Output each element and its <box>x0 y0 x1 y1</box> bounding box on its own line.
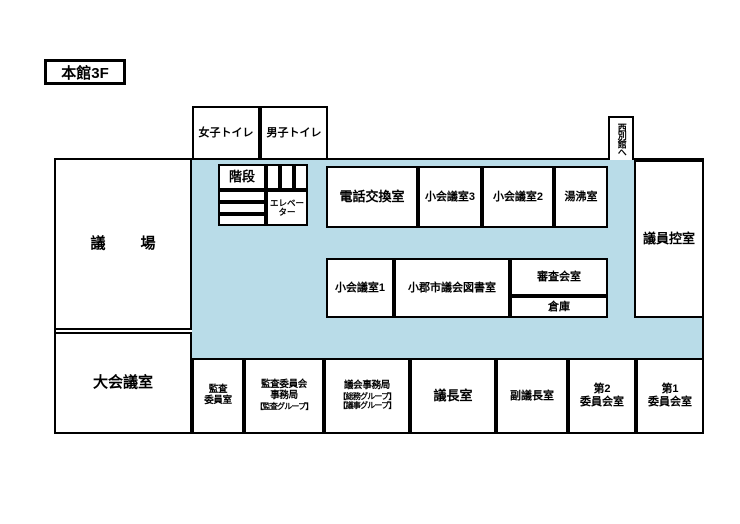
room-label: 電話交換室 <box>339 188 405 204</box>
corridor-right-vertical <box>608 158 634 330</box>
room-label: 第2 委員会室 <box>580 383 624 408</box>
room-label: エレベーター <box>269 198 304 217</box>
room-storage: 倉庫 <box>510 296 608 318</box>
elevator-shaft-slot <box>294 164 308 190</box>
room-members-lounge: 議員控室 <box>634 160 704 318</box>
room-label: 湯沸室 <box>564 190 598 203</box>
room-council-library: 小郡市議会図書室 <box>394 258 510 318</box>
room-council-secretariat: 議会事務局 【総務グループ】 【議事グループ】 <box>324 358 410 434</box>
room-label: 議会事務局 【総務グループ】 【議事グループ】 <box>338 380 396 411</box>
room-small-meeting-1: 小会議室1 <box>326 258 394 318</box>
room-label: 小郡市議会図書室 <box>408 281 496 294</box>
room-label: 西別館へ <box>616 122 627 156</box>
room-small-meeting-3: 小会議室3 <box>418 166 482 228</box>
corridor-mid-gap <box>326 228 608 258</box>
room-assembly-hall: 議 場 <box>54 158 192 330</box>
room-telephone-exchange: 電話交換室 <box>326 166 418 228</box>
room-label: 副議長室 <box>510 389 554 402</box>
room-mens-toilet: 男子トイレ <box>260 106 328 160</box>
room-west-annex-passage: 西別館へ <box>608 116 634 160</box>
room-label: 議員控室 <box>642 230 695 246</box>
room-label: 小会議室3 <box>424 190 476 203</box>
room-label: 議 場 <box>90 235 166 253</box>
room-elevator: エレベーター <box>266 190 308 226</box>
room-label: 議長室 <box>433 387 473 403</box>
room-label: 小会議室2 <box>492 190 544 203</box>
elevator-shaft-slot <box>266 164 280 190</box>
corridor-top-strip <box>192 158 634 166</box>
room-label: 監査 委員室 <box>204 384 232 406</box>
stair-tread <box>218 214 266 226</box>
room-label: 男子トイレ <box>266 126 322 139</box>
room-small-meeting-2: 小会議室2 <box>482 166 554 228</box>
room-label: 監査委員会 事務局 【監査グループ】 <box>255 379 313 412</box>
room-audit-commissioner: 監査 委員室 <box>192 358 244 434</box>
room-label: 階段 <box>228 168 255 184</box>
room-label: 倉庫 <box>548 300 570 313</box>
room-label: 第1 委員会室 <box>648 383 692 408</box>
room-committee-2: 第2 委員会室 <box>568 358 636 434</box>
room-label: 女子トイレ <box>198 126 254 139</box>
page-title: 本館3F <box>44 59 126 85</box>
elevator-shaft-slot <box>280 164 294 190</box>
room-label: 大会議室 <box>92 374 153 392</box>
room-vice-chairman: 副議長室 <box>496 358 568 434</box>
room-chairman: 議長室 <box>410 358 496 434</box>
stair-tread <box>218 190 266 202</box>
room-committee-1: 第1 委員会室 <box>636 358 704 434</box>
room-label: 小会議室1 <box>334 281 386 294</box>
room-audit-secretariat: 監査委員会 事務局 【監査グループ】 <box>244 358 324 434</box>
room-examination: 審査会室 <box>510 258 608 296</box>
room-stairs: 階段 <box>218 164 266 190</box>
room-large-meeting: 大会議室 <box>54 332 192 434</box>
stair-tread <box>218 202 266 214</box>
room-hot-water: 湯沸室 <box>554 166 608 228</box>
room-womens-toilet: 女子トイレ <box>192 106 260 160</box>
room-label: 審査会室 <box>537 270 581 283</box>
